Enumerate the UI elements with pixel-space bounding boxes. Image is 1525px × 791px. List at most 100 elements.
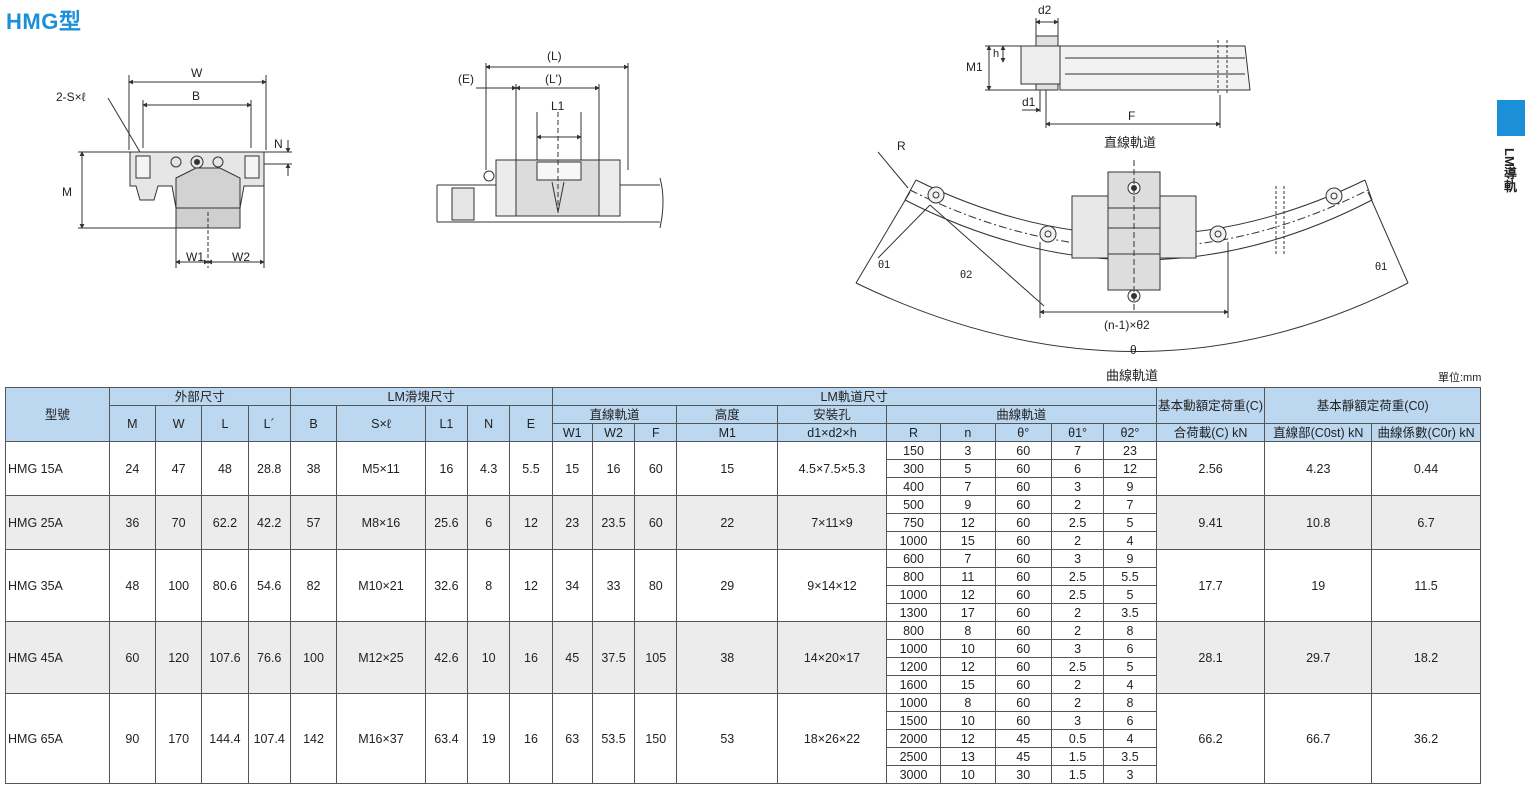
spec-table: 型號 外部尺寸 LM滑塊尺寸 LM軌道尺寸 基本動額定荷重(C) 基本靜額定荷重…	[5, 387, 1481, 784]
cell-curve: 1.5	[1050, 765, 1105, 784]
cell-Lp: 107.4	[247, 693, 291, 784]
cell-curve: 45	[994, 747, 1052, 766]
cell-curve: 3	[1050, 711, 1105, 730]
cell-curve: 3000	[885, 765, 942, 784]
cell-M1: 15	[676, 441, 779, 496]
cell-W1: 23	[551, 495, 593, 550]
cell-L: 48	[201, 441, 249, 496]
label-theta: θ	[1130, 343, 1137, 357]
th-block: LM滑塊尺寸	[289, 387, 553, 406]
cell-N: 4.3	[467, 441, 511, 496]
cell-C0r: 18.2	[1371, 621, 1481, 694]
side-tab-marker	[1497, 100, 1525, 136]
cell-curve: 6	[1050, 459, 1105, 478]
cell-C0r: 36.2	[1371, 693, 1481, 784]
cell-W: 70	[154, 495, 203, 550]
straight-rail-caption: 直線軌道	[1104, 135, 1157, 150]
cell-W2: 33	[591, 549, 636, 622]
cell-curve: 1000	[885, 693, 942, 712]
cell-C0r: 11.5	[1371, 549, 1481, 622]
th-height: 高度	[676, 405, 779, 424]
th-C0r: 曲線係數(C0r) kN	[1371, 423, 1481, 442]
label-B: B	[192, 89, 200, 103]
cell-curve: 1000	[885, 531, 942, 550]
th-W: W	[154, 405, 203, 442]
cell-curve: 60	[994, 693, 1052, 712]
th-model: 型號	[5, 387, 110, 442]
th-S: S×ℓ	[336, 405, 426, 442]
cell-curve: 45	[994, 729, 1052, 748]
label-N: N	[274, 137, 283, 151]
cell-L1: 42.6	[424, 621, 469, 694]
cell-curve: 500	[885, 495, 942, 514]
cell-curve: 60	[994, 531, 1052, 550]
cell-curve: 12	[1103, 459, 1157, 478]
th-Lp: L´	[247, 405, 291, 442]
th-L1: L1	[424, 405, 469, 442]
cell-W: 170	[154, 693, 203, 784]
cell-curve: 60	[994, 657, 1052, 676]
cell-B: 57	[289, 495, 338, 550]
cell-L1: 32.6	[424, 549, 469, 622]
side-section-label: LM導軌	[1502, 148, 1517, 193]
cell-C: 9.41	[1155, 495, 1266, 550]
cell-M: 48	[108, 549, 156, 622]
cell-L: 107.6	[201, 621, 249, 694]
cell-curve: 1.5	[1050, 747, 1105, 766]
th-W2: W2	[591, 423, 636, 442]
cell-F: 60	[634, 495, 678, 550]
cell-curve: 2000	[885, 729, 942, 748]
cell-E: 12	[509, 495, 553, 550]
th-theta2: θ2°	[1103, 423, 1157, 442]
cell-curve: 6	[1103, 639, 1157, 658]
cell-N: 19	[467, 693, 511, 784]
cell-curve: 600	[885, 549, 942, 568]
cell-B: 142	[289, 693, 338, 784]
cell-W: 120	[154, 621, 203, 694]
cell-mount: 14×20×17	[777, 621, 887, 694]
cell-curve: 60	[994, 459, 1052, 478]
straight-rail-drawing	[985, 18, 1251, 128]
cell-N: 8	[467, 549, 511, 622]
cell-curve: 10	[940, 765, 996, 784]
label-M: M	[62, 185, 72, 199]
cell-curve: 12	[940, 585, 996, 604]
cell-Lp: 54.6	[247, 549, 291, 622]
cell-curve: 13	[940, 747, 996, 766]
cell-F: 80	[634, 549, 678, 622]
label-theta1-right: θ1	[1375, 261, 1387, 273]
cell-curve: 60	[994, 477, 1052, 496]
cell-curve: 3.5	[1103, 603, 1157, 622]
label-theta1-left: θ1	[878, 259, 890, 271]
cell-N: 6	[467, 495, 511, 550]
cell-curve: 11	[940, 567, 996, 586]
cell-N: 10	[467, 621, 511, 694]
cell-E: 16	[509, 621, 553, 694]
page-title: HMG型	[6, 9, 82, 34]
cell-curve: 3	[1050, 639, 1105, 658]
cell-mount: 9×14×12	[777, 549, 887, 622]
cell-W2: 16	[591, 441, 636, 496]
cell-curve: 7	[940, 549, 996, 568]
curved-rail-caption: 曲線軌道	[1106, 368, 1159, 383]
cell-curve: 1600	[885, 675, 942, 694]
th-outer: 外部尺寸	[108, 387, 291, 406]
cell-C0r: 0.44	[1371, 441, 1481, 496]
cell-curve: 5	[1103, 513, 1157, 532]
cell-W: 47	[154, 441, 203, 496]
cell-curve: 0.5	[1050, 729, 1105, 748]
cell-curve: 5	[1103, 585, 1157, 604]
cell-curve: 60	[994, 495, 1052, 514]
cell-curve: 15	[940, 675, 996, 694]
cell-curve: 2.5	[1050, 585, 1105, 604]
th-curve: 曲線軌道	[885, 405, 1157, 424]
th-C0st: 直線部(C0st) kN	[1264, 423, 1373, 442]
cell-C0st: 10.8	[1264, 495, 1373, 550]
cell-L: 144.4	[201, 693, 249, 784]
cell-curve: 8	[940, 621, 996, 640]
cross-section-drawing	[78, 75, 292, 268]
